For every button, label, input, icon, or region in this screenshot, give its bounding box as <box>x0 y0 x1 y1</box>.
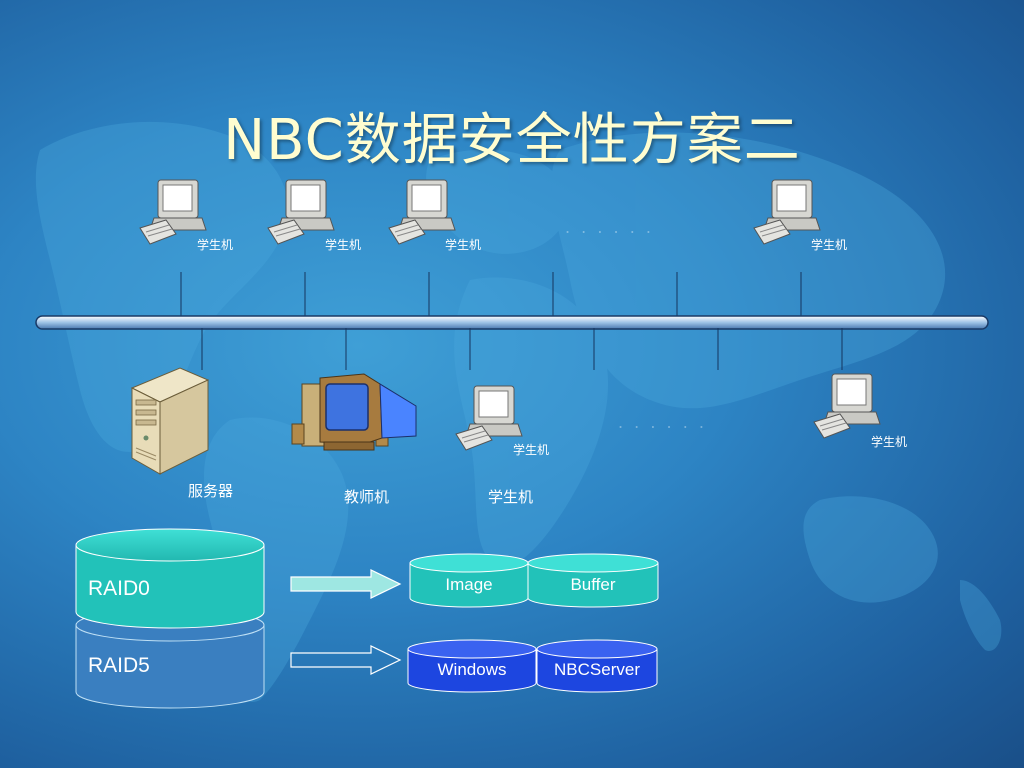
ellipsis-bottom: . . . . . . <box>618 413 707 432</box>
ellipsis-top: . . . . . . <box>565 218 654 237</box>
nbcserver-cylinder <box>536 639 658 693</box>
teacher-pc <box>288 372 422 462</box>
student-pc-4-label: 学生机 <box>811 238 848 252</box>
student-pc-1 <box>136 178 208 252</box>
arrow-raid5 <box>290 645 402 675</box>
slide-title: NBC数据安全性方案二 <box>223 108 801 173</box>
student-pc-1-label: 学生机 <box>197 238 234 252</box>
nbcserver-label: NBCServer <box>554 660 640 679</box>
desktop-computer-icon <box>291 373 417 451</box>
computer-icon <box>139 179 207 245</box>
windows-cylinder <box>407 639 537 693</box>
buffer-label: Buffer <box>570 575 616 594</box>
student-pc-2 <box>264 178 336 252</box>
student-pc-4 <box>750 178 822 252</box>
raid0-label: RAID0 <box>88 577 150 600</box>
student-pc-5-label: 学生机 <box>513 443 550 457</box>
network-bus <box>35 315 989 330</box>
arrow-raid0 <box>290 569 402 599</box>
buffer-cylinder <box>527 553 659 608</box>
student-pc-6-label: 学生机 <box>871 435 908 449</box>
student-pc-2-label: 学生机 <box>325 238 362 252</box>
raid0-cylinder <box>75 528 265 629</box>
computer-icon <box>388 179 456 245</box>
computer-icon <box>267 179 335 245</box>
student-pc-3-label: 学生机 <box>445 238 482 252</box>
server-tower-icon <box>130 367 210 475</box>
top-drop-lines <box>180 272 802 318</box>
computer-icon <box>813 373 881 439</box>
student-pc-5 <box>452 384 524 458</box>
student-pc-6 <box>810 372 882 446</box>
windows-label: Windows <box>437 660 507 679</box>
computer-icon <box>753 179 821 245</box>
teacher-label: 教师机 <box>344 488 390 506</box>
raid5-label: RAID5 <box>88 654 150 677</box>
server-label: 服务器 <box>188 482 234 500</box>
image-label: Image <box>445 575 493 594</box>
student-label: 学生机 <box>488 488 534 506</box>
student-pc-3 <box>385 178 457 252</box>
bottom-drop-lines <box>201 328 843 370</box>
server <box>124 366 214 480</box>
computer-icon <box>455 385 523 451</box>
